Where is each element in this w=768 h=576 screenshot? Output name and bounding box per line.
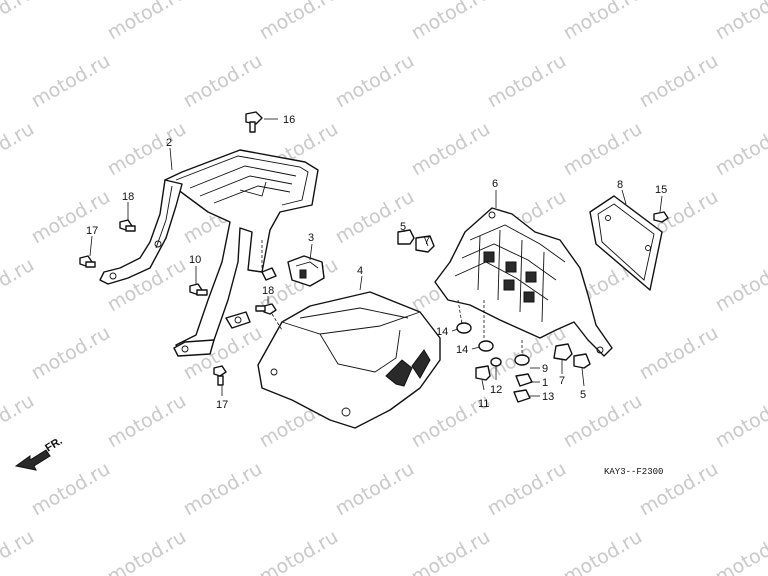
watermark-text: motod.ru	[104, 390, 190, 453]
watermark-text: motod.ru	[28, 458, 114, 521]
collar-part-12[interactable]	[490, 357, 502, 367]
callout-14-upper: 14	[436, 326, 448, 338]
watermark-text: motod.ru	[0, 254, 38, 317]
watermark-text: motod.ru	[712, 0, 768, 44]
callout-9: 9	[542, 363, 548, 375]
grommet-part-7-left[interactable]	[415, 235, 435, 253]
callout-18-upper: 18	[122, 191, 134, 203]
watermark-text: motod.ru	[332, 458, 418, 521]
watermark-text: motod.ru	[180, 50, 266, 113]
bolt-part-10[interactable]	[189, 283, 208, 296]
rear-fender-part-6[interactable]	[434, 207, 613, 357]
callout-5-right: 5	[580, 389, 586, 401]
watermark-text: motod.ru	[104, 0, 190, 44]
callout-13: 13	[542, 391, 554, 403]
watermark-text: motod.ru	[560, 0, 646, 44]
watermark-text: motod.ru	[0, 526, 38, 576]
watermark-text: motod.ru	[28, 50, 114, 113]
watermark-text: motod.ru	[0, 390, 38, 453]
watermark-text: motod.ru	[28, 322, 114, 385]
bolt-part-15[interactable]	[653, 211, 669, 223]
leader-lines	[89, 118, 663, 397]
seat-cowl-part-4[interactable]	[257, 291, 441, 429]
watermark-text: motod.ru	[560, 118, 646, 181]
callout-6: 6	[492, 178, 498, 190]
watermark-text: motod.ru	[0, 0, 38, 44]
watermark-text: motod.ru	[256, 526, 342, 576]
watermark-text: motod.ru	[712, 118, 768, 181]
callout-4: 4	[357, 265, 363, 277]
callout-10: 10	[189, 254, 201, 266]
watermark-text: motod.ru	[180, 458, 266, 521]
front-direction-indicator: FR.	[14, 435, 65, 471]
watermark-text: motod.ru	[712, 254, 768, 317]
watermark-text: motod.ru	[636, 50, 722, 113]
callout-8: 8	[617, 179, 623, 191]
watermark-text: motod.ru	[408, 0, 494, 44]
bolt-part-17-upper[interactable]	[79, 255, 96, 268]
bolt-part-17-lower[interactable]	[213, 365, 227, 386]
bolt-part-16[interactable]	[245, 111, 263, 133]
watermark-text: motod.ru	[560, 390, 646, 453]
grommet-part-5-left[interactable]	[397, 229, 415, 245]
watermark-text: motod.ru	[712, 526, 768, 576]
watermark-text: motod.ru	[636, 322, 722, 385]
callout-7-right: 7	[559, 375, 565, 387]
collar-part-14-lower[interactable]	[478, 340, 494, 352]
callout-7-left: 7	[424, 235, 430, 247]
callout-5-left: 5	[400, 221, 406, 233]
nut-part-13[interactable]	[513, 389, 531, 403]
grommet-part-7-right[interactable]	[553, 343, 573, 361]
watermark-text: motod.ru	[332, 50, 418, 113]
watermark-text: motod.ru	[0, 118, 38, 181]
diagram-code: KAY3--F2300	[604, 467, 663, 477]
callout-17-upper: 17	[86, 225, 98, 237]
license-plate-bracket-part-8[interactable]	[589, 195, 663, 291]
callout-12: 12	[490, 384, 502, 396]
front-arrow-icon	[14, 449, 51, 471]
watermark-text: motod.ru	[408, 118, 494, 181]
callout-1: 1	[542, 377, 548, 389]
watermark-text: motod.ru	[104, 118, 190, 181]
watermark-text: motod.ru	[256, 0, 342, 44]
callout-labels: 16 2 18 17 10 18 17 3 4 5 7 6 8 15 14 14…	[86, 114, 667, 411]
grommet-part-5-right[interactable]	[573, 353, 591, 369]
watermark-text: motod.ru	[560, 526, 646, 576]
bolt-part-18-lower[interactable]	[255, 303, 277, 315]
watermark-text: motod.ru	[484, 458, 570, 521]
grommet-part-11[interactable]	[475, 365, 491, 381]
cushion-part-3[interactable]	[287, 255, 325, 287]
bolt-part-18-upper[interactable]	[119, 219, 136, 232]
collar-part-14-upper[interactable]	[456, 322, 472, 334]
callout-16: 16	[283, 114, 295, 126]
callout-14-lower: 14	[456, 344, 468, 356]
callout-17-lower: 17	[216, 399, 228, 411]
callout-3: 3	[308, 232, 314, 244]
callout-15: 15	[655, 184, 667, 196]
watermark-text: motod.ru	[28, 186, 114, 249]
washer-part-9[interactable]	[514, 354, 530, 366]
watermark-text: motod.ru	[484, 50, 570, 113]
carrier-rack-part-2[interactable]	[99, 149, 319, 357]
watermark-text: motod.ru	[408, 526, 494, 576]
callout-18-lower: 18	[262, 285, 274, 297]
bolt-part-1[interactable]	[515, 373, 533, 387]
callout-2: 2	[166, 137, 172, 149]
callout-11: 11	[478, 398, 489, 410]
watermark-text: motod.ru	[712, 390, 768, 453]
watermark-text: motod.ru	[104, 526, 190, 576]
